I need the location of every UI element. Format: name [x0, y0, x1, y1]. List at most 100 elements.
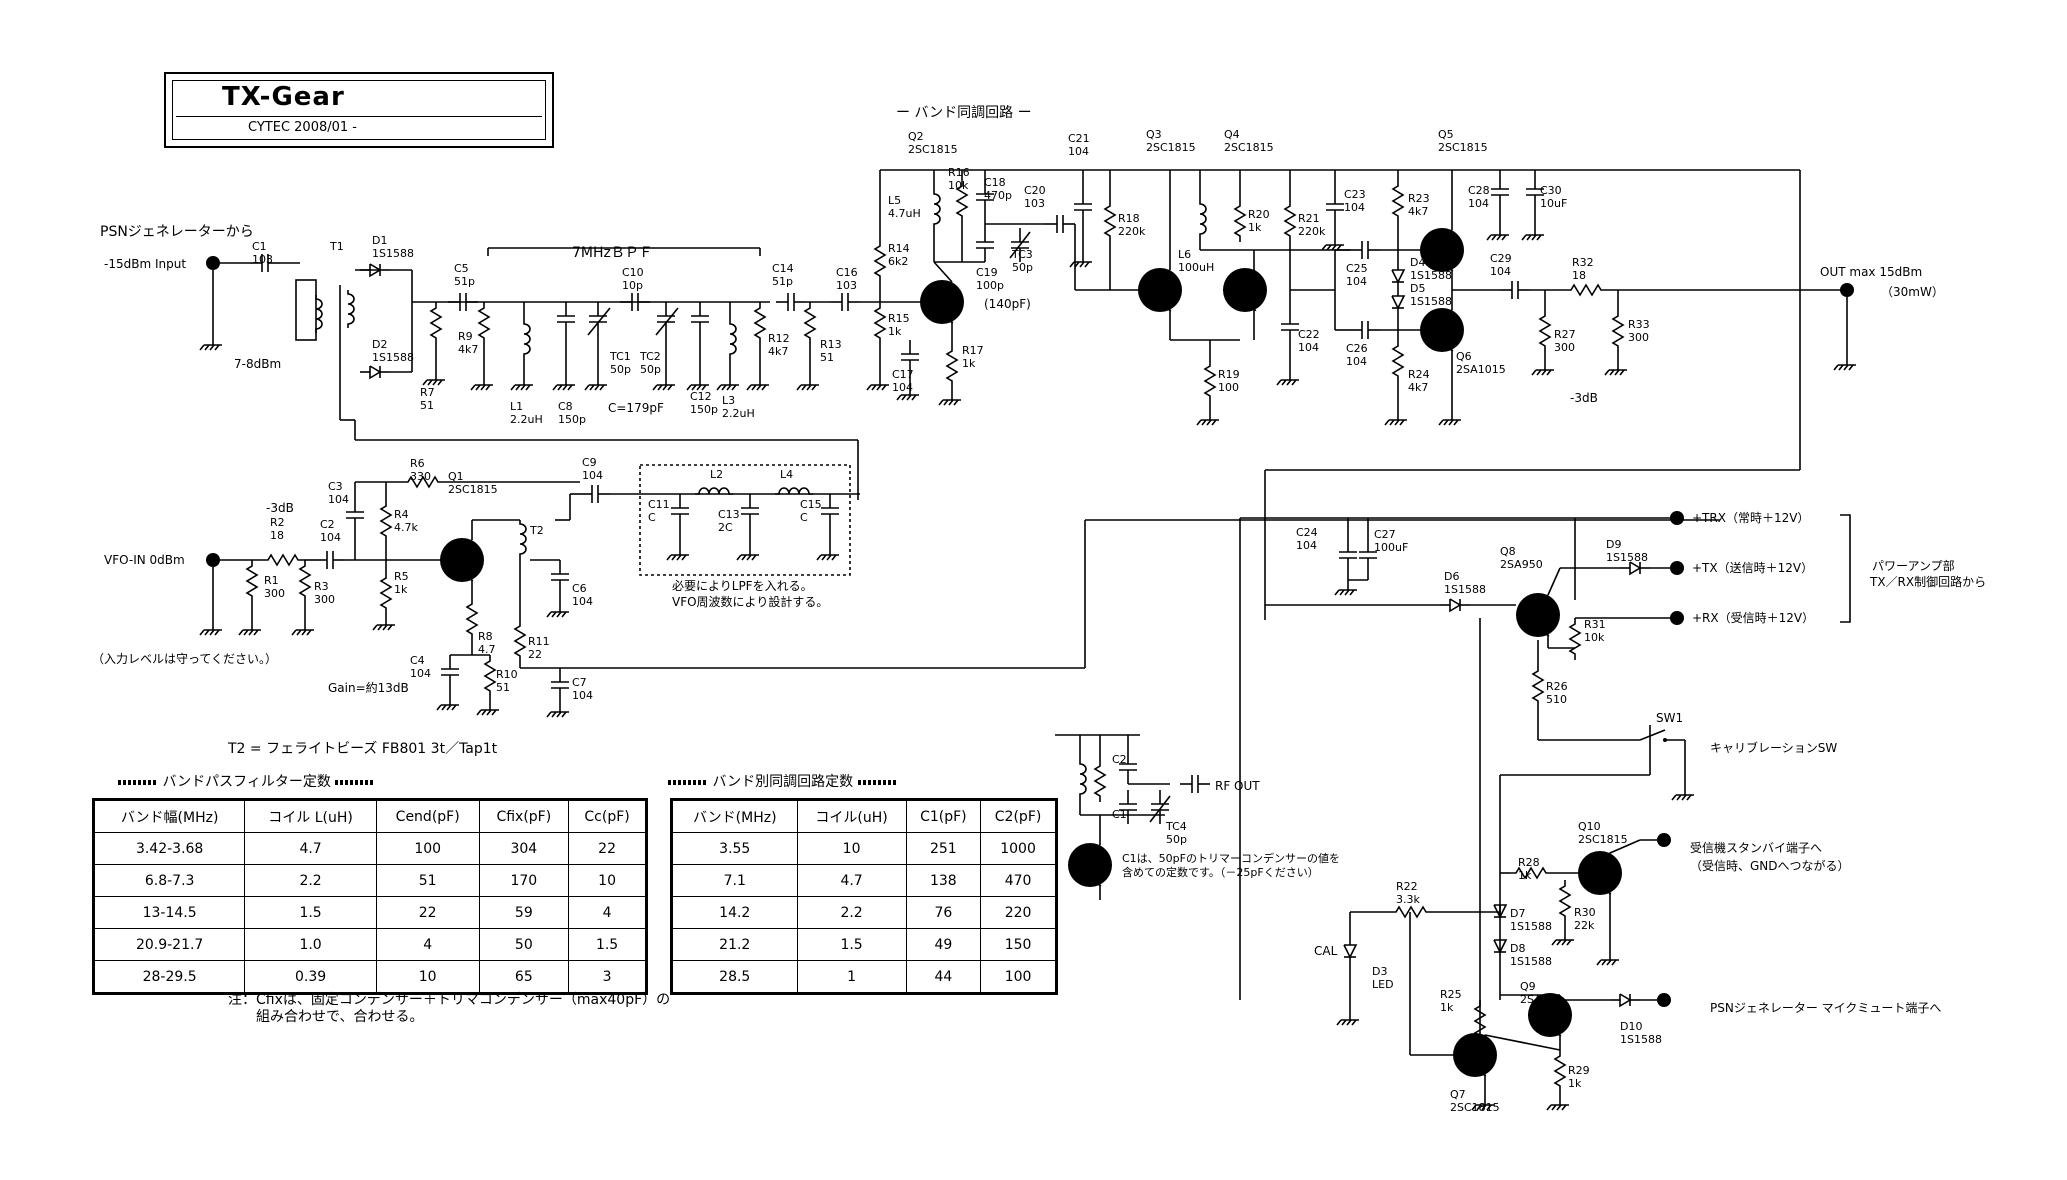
d7-ref-label: D7 — [1510, 907, 1525, 920]
rf-out-label: RF OUT — [1215, 779, 1260, 793]
d5-ref-label: D5 — [1410, 282, 1425, 295]
r27-value-label: 300 — [1554, 341, 1575, 354]
q3-transistor — [1137, 267, 1183, 313]
d8-value-label: 1S1588 — [1510, 955, 1552, 968]
c16-ref-label: C16 — [836, 266, 858, 279]
r23-resistor — [1392, 179, 1404, 223]
q2-value-label: 2SC1815 — [908, 143, 958, 156]
r11-resistor — [514, 619, 526, 663]
c21-value-label: 104 — [1068, 145, 1089, 158]
l3-ref-label: L3 — [722, 394, 735, 407]
r30-value-label: 22k — [1574, 919, 1595, 932]
r26-value-label: 510 — [1546, 693, 1567, 706]
c23-capacitor — [1325, 189, 1345, 225]
l3-value-label: 2.2uH — [722, 407, 755, 420]
bpf-table-cell: 304 — [478, 832, 570, 865]
bpf-table-cell: 1.5 — [244, 896, 377, 929]
t1-ref-label: T1 — [329, 240, 344, 253]
c25-capacitor — [1349, 240, 1381, 260]
q10-ref-label: Q10 — [1578, 820, 1601, 833]
r7-ref-label: R7 — [420, 386, 435, 399]
bpf-table-cell: 1.5 — [568, 928, 647, 961]
r14-resistor — [874, 239, 886, 283]
c29-capacitor — [1499, 280, 1531, 300]
c27-ref-label: C27 — [1374, 528, 1396, 541]
c14-ref-label: C14 — [772, 262, 794, 275]
trx-terminal — [1670, 511, 1684, 525]
bpf-table-cell: 2.2 — [244, 864, 377, 897]
r15-resistor — [874, 301, 886, 345]
q6-value-label: 2SA1015 — [1456, 363, 1506, 376]
c1-note-2: 含めての定数です。（－25pFください） — [1122, 865, 1319, 879]
c2b-ref-label: C2 — [1112, 753, 1127, 766]
c20-ref-label: C20 — [1024, 184, 1046, 197]
drawing-subtitle: CYTEC 2008/01 - — [248, 120, 357, 135]
r28-value-label: 1k — [1518, 869, 1532, 882]
q5-value-label: 2SC1815 — [1438, 141, 1488, 154]
c29-ref-label: C29 — [1490, 252, 1512, 265]
c-140-label: (140pF) — [984, 297, 1031, 311]
bpf-table-cell: 3 — [568, 960, 647, 994]
r32-resistor — [1564, 284, 1608, 296]
r4-ref-label: R4 — [394, 508, 409, 521]
c12-value-label: 150p — [690, 403, 718, 416]
c11-value-label: C — [648, 511, 656, 524]
r29-resistor — [1554, 1049, 1566, 1093]
c23-ref-label: C23 — [1344, 188, 1366, 201]
bpf-table-cell: 1.0 — [244, 928, 377, 961]
tune-coil — [1079, 759, 1087, 799]
r8-resistor — [466, 597, 478, 641]
r20-resistor — [1234, 199, 1246, 243]
tc2-value-label: 50p — [640, 363, 661, 376]
r17-ref-label: R17 — [962, 344, 984, 357]
c3-value-label: 104 — [328, 493, 349, 506]
c14-capacitor — [775, 292, 807, 312]
tune-table-col-header: コイル(uH) — [796, 799, 907, 833]
r5-ref-label: R5 — [394, 570, 409, 583]
r10-resistor — [484, 654, 496, 698]
c15-capacitor — [820, 493, 840, 529]
bpf-7mhz-label: 7MHzＢＰＦ — [572, 245, 653, 261]
q6-transistor — [1419, 307, 1465, 353]
q1-ref-label: Q1 — [448, 470, 464, 483]
bpf-table-col-header: バンド幅(MHz) — [92, 799, 246, 833]
bpf-table-cell: 3.42-3.68 — [92, 832, 246, 865]
bpf-table-col-header: Cc(pF) — [568, 799, 647, 833]
r6-ref-label: R6 — [410, 457, 425, 470]
c18-ref-label: C18 — [984, 176, 1006, 189]
d1-value-label: 1S1588 — [372, 247, 414, 260]
l4-coil — [774, 487, 814, 495]
r29-ref-label: R29 — [1568, 1064, 1590, 1077]
c1b-ref-label: C1 — [1112, 808, 1127, 821]
tune-table-cell: 138 — [905, 864, 982, 897]
c12-capacitor — [690, 301, 710, 337]
bpf-table-cell: 65 — [478, 960, 570, 994]
t2-note: T2 = フェライトビーズ FB801 3t／Tap1t — [227, 741, 498, 757]
r9-value-label: 4k7 — [458, 343, 478, 356]
r12-ref-label: R12 — [768, 332, 790, 345]
c21-ref-label: C21 — [1068, 132, 1090, 145]
d5-value-label: 1S1588 — [1410, 295, 1452, 308]
bpf-table-cell: 4 — [568, 896, 647, 929]
tune-table-cell: 7.1 — [671, 864, 798, 897]
psn-mute-terminal — [1657, 993, 1671, 1007]
r31-value-label: 10k — [1584, 631, 1605, 644]
tune-table-col-header: C2(pF) — [980, 799, 1057, 833]
r5-resistor — [380, 571, 392, 615]
l2-coil — [694, 487, 734, 495]
tc3-ref-label: TC3 — [1011, 248, 1033, 261]
bpf-table-cell: 6.8-7.3 — [92, 864, 246, 897]
r32-ref-label: R32 — [1572, 256, 1594, 269]
c30-value-label: 10uF — [1540, 197, 1567, 210]
r2-resistor — [261, 554, 305, 566]
q5-transistor — [1419, 227, 1465, 273]
tune-table-cell: 1 — [796, 960, 907, 994]
tune-transistor — [1067, 842, 1113, 888]
r8-value-label: 4.7 — [478, 643, 496, 656]
band-tune-header: ー バンド同調回路 ー — [896, 105, 1032, 121]
cfix-note-line-1: 注：Cfixは、固定コンデンサー＋トリマコンデンサー（max40pF）の — [228, 992, 671, 1008]
tune-table-cell: 470 — [980, 864, 1057, 897]
